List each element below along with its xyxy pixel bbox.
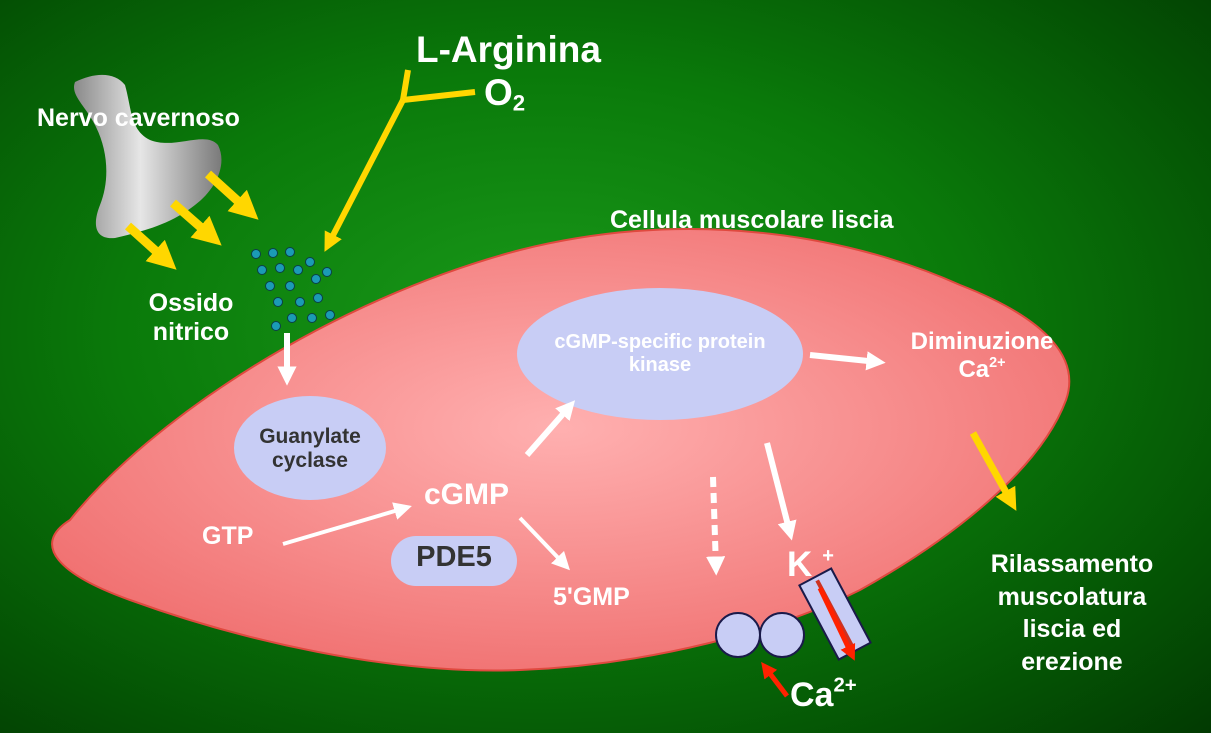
no-dot: [265, 281, 275, 291]
calcium-influx-arrow: [761, 661, 789, 698]
no-dot: [307, 313, 317, 323]
arginina-bracket: [400, 69, 411, 101]
no-dot: [271, 321, 281, 331]
nerve-release-arrow-3: [124, 222, 177, 270]
no-dot: [293, 265, 303, 275]
no-dot: [322, 267, 332, 277]
no-dot: [285, 247, 295, 257]
potassium-efflux-arrow: [817, 586, 856, 661]
nerve-release-arrow-2: [170, 199, 222, 246]
calcium-channel-right: [759, 612, 805, 658]
diminuzione-ca-label: Diminuzione Ca2+: [910, 328, 1054, 383]
5gmp-label: 5'GMP: [553, 583, 630, 611]
no-dot: [325, 310, 335, 320]
smooth-muscle-cell: [51, 228, 1071, 672]
potassium-label: K+: [787, 545, 834, 584]
no-dot: [313, 293, 323, 303]
cgmp-to-kinase-arrow: [524, 400, 576, 457]
cgmp-to-5gmp-arrow: [518, 516, 570, 571]
cgmp-label: cGMP: [424, 478, 510, 511]
cellula-label: Cellula muscolare liscia: [610, 206, 894, 234]
pde5-label: PDE5: [416, 541, 492, 573]
calcium-bottom-label: Ca2+: [790, 674, 857, 714]
gtp-to-cgmp-arrow: [282, 502, 412, 546]
nitric-oxide-dots: [251, 247, 335, 331]
no-dot: [268, 248, 278, 258]
nervo-cavernoso-label: Nervo cavernoso: [37, 104, 240, 132]
o2-label: O2: [484, 72, 526, 116]
no-dot: [285, 281, 295, 291]
nerve-terminal: [74, 74, 222, 239]
no-dot: [257, 265, 267, 275]
protein-kinase-oval: [517, 288, 803, 420]
protein-kinase-label: cGMP-specific protein kinase: [554, 331, 766, 376]
kinase-to-k-arrow: [764, 442, 797, 541]
l-arginina-label: L-Arginina: [416, 29, 601, 70]
ossido-nitrico-label: Ossido nitrico: [148, 289, 234, 346]
kinase-to-diminuzione-arrow: [809, 351, 886, 371]
diminuzione-to-rilassamento-arrow: [969, 431, 1017, 511]
gtp-label: GTP: [202, 522, 254, 550]
o2-bracket: [402, 89, 476, 103]
no-dot: [251, 249, 261, 259]
guanylate-cyclase-label: Guanylate cyclase: [259, 425, 361, 473]
no-dot: [287, 313, 297, 323]
no-dot: [295, 297, 305, 307]
guanylate-cyclase-oval: [234, 396, 386, 500]
no-dot: [305, 257, 315, 267]
rilassamento-label: Rilassamento muscolatura liscia ed erezi…: [990, 550, 1154, 676]
nerve-release-arrow-1: [204, 170, 259, 220]
calcium-channel-left: [715, 612, 761, 658]
pde5-oval: [391, 536, 517, 586]
no-dot: [273, 297, 283, 307]
arginina-to-no-arrow: [324, 98, 406, 252]
no-dot: [275, 263, 285, 273]
no-dot: [311, 274, 321, 284]
